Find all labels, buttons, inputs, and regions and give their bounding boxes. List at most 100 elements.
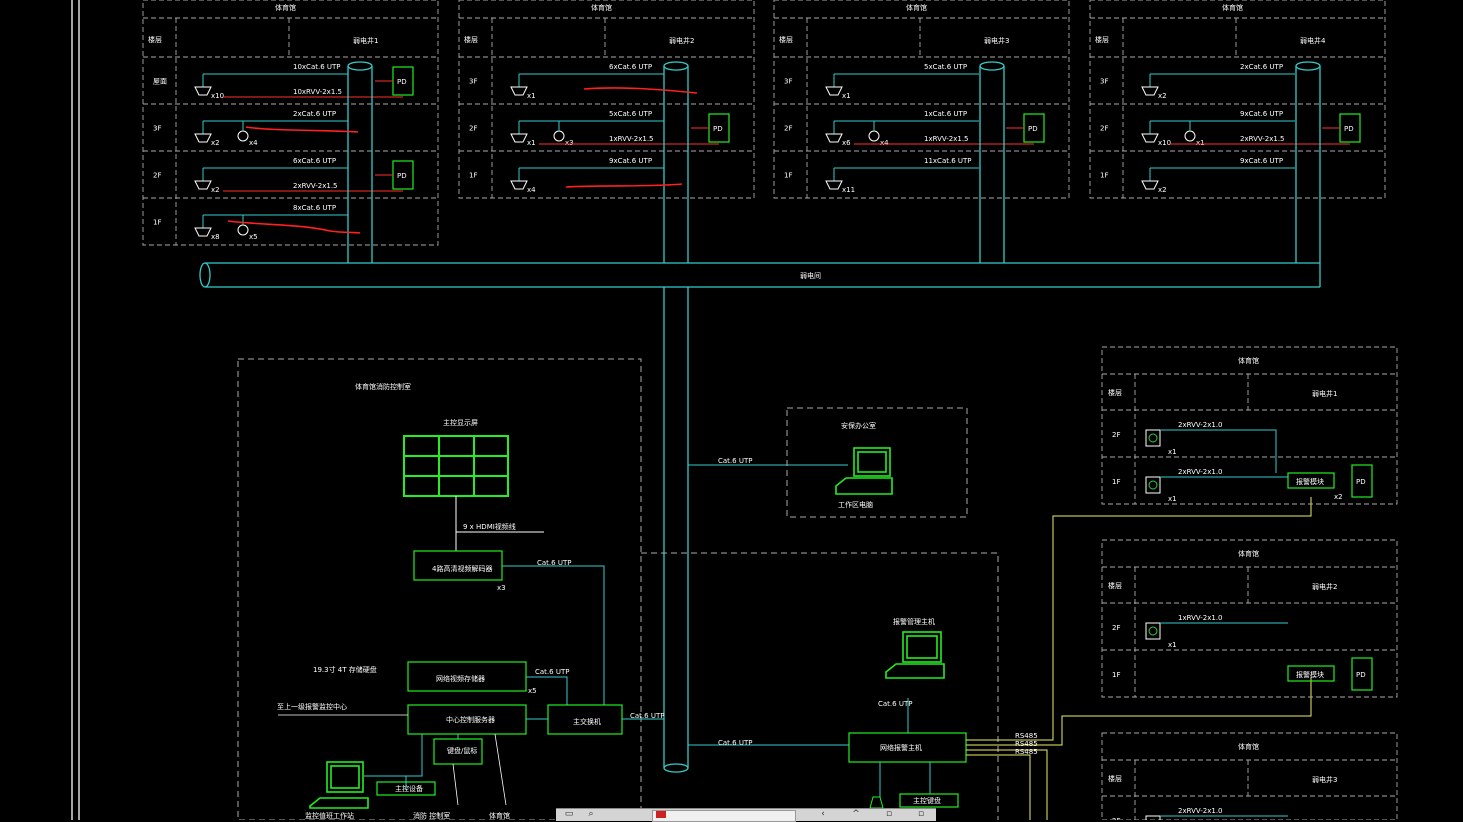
alarm-panel: 体育馆楼层弱电井32Fx12xRVV-2x1.0 xyxy=(1101,732,1398,820)
cable-label: 1xCat.6 UTP xyxy=(924,110,967,118)
computer-icon xyxy=(309,761,369,809)
taskbar: ▭ ⌕ ‹ ^ ▫ ▫ xyxy=(556,808,936,822)
pd-label: PD xyxy=(1344,125,1354,133)
core-switch-label: 主交换机 xyxy=(573,717,601,726)
camera-icon xyxy=(194,227,212,237)
detector-icon xyxy=(1145,429,1161,447)
panel-title: 体育馆 xyxy=(1222,3,1243,12)
app-icon[interactable] xyxy=(656,811,666,818)
device-count: x2 xyxy=(1158,92,1167,100)
power-cable-label: 10xRVV-2x1.5 xyxy=(293,88,342,96)
panel-title: 体育馆 xyxy=(1238,356,1259,365)
pd-label: PD xyxy=(1028,125,1038,133)
alarm-siren-icon xyxy=(869,796,884,809)
chevron-up-icon[interactable]: ^ xyxy=(852,809,860,819)
pd-label: PD xyxy=(1356,478,1366,486)
dome-camera-icon xyxy=(237,130,249,142)
window-icon[interactable]: ▫ xyxy=(917,809,925,819)
device-count: x1 xyxy=(1168,495,1177,503)
device-count: x6 xyxy=(842,139,851,147)
cable-label: 1xRVV-2x1.0 xyxy=(1178,614,1223,622)
cable-label: 2xRVV-2x1.0 xyxy=(1178,421,1223,429)
device-count: x2 xyxy=(1158,186,1167,194)
device-count: x2 xyxy=(1334,493,1343,501)
rs485-label: RS485 xyxy=(1015,732,1038,740)
cat6-label: Cat.6 UTP xyxy=(537,559,571,567)
cat6-label: Cat.6 UTP xyxy=(535,668,569,676)
rs485-lines xyxy=(966,497,1312,820)
panel-title: 体育馆 xyxy=(1238,742,1259,751)
device-count: x10 xyxy=(1158,139,1171,147)
cable-label: 6xCat.6 UTP xyxy=(293,157,336,165)
window-icon[interactable]: ▭ xyxy=(564,809,574,819)
dome-camera-icon xyxy=(553,130,565,142)
floor-label: 2F xyxy=(1112,624,1120,632)
floor-label: 1F xyxy=(1112,671,1120,679)
well-column-header: 弱电井1 xyxy=(1312,389,1337,398)
dome-camera-icon xyxy=(237,224,249,236)
floor-label: 2F xyxy=(1112,817,1120,820)
chevron-icon[interactable]: ‹ xyxy=(821,809,825,819)
cable-label: 2xRVV-2x1.0 xyxy=(1178,807,1223,815)
camera-icon xyxy=(825,180,843,190)
central-server-label: 中心控制服务器 xyxy=(446,715,495,724)
video-wall-label: 主控显示屏 xyxy=(443,418,478,427)
power-cable-label: 1xRVV-2x1.5 xyxy=(924,135,969,143)
window-icon[interactable]: ▫ xyxy=(885,809,893,819)
alarm-module-label: 报警模块 xyxy=(1296,477,1324,486)
floor-column-header: 楼层 xyxy=(148,35,162,44)
cable-label: 2xCat.6 UTP xyxy=(293,110,336,118)
dome-camera-icon xyxy=(868,130,880,142)
floor-label: 2F xyxy=(784,125,792,133)
keyboard-label: 键盘/鼠标 xyxy=(447,746,477,755)
cable-label: 2xRVV-2x1.0 xyxy=(1178,468,1223,476)
camera-icon xyxy=(510,180,528,190)
power-cable-label: 1xRVV-2x1.5 xyxy=(609,135,654,143)
cable-label: 11xCat.6 UTP xyxy=(924,157,972,165)
mgmt-pc-label: 主控设备 xyxy=(395,784,423,793)
camera-icon xyxy=(825,86,843,96)
well-column-header: 弱电井4 xyxy=(1300,36,1326,45)
fire-control-room-frame xyxy=(237,358,642,820)
search-icon[interactable]: ⌕ xyxy=(588,809,594,819)
panel-title: 体育馆 xyxy=(906,3,927,12)
building-panel: 体育馆楼层弱电井43F2xCat.6 UTPx22F9xCat.6 UTPx10… xyxy=(1089,0,1386,199)
device-count: x10 xyxy=(211,92,224,100)
floor-label: 3F xyxy=(153,125,161,133)
floor-label: 1F xyxy=(784,172,792,180)
dome-camera-icon xyxy=(1184,130,1196,142)
backbone-bus xyxy=(199,61,1321,773)
alarm-room-frame xyxy=(641,552,999,820)
device-count: x1 xyxy=(842,92,851,100)
alarm-module-box xyxy=(1287,665,1335,682)
detector-icon xyxy=(1148,433,1158,443)
detector-icon xyxy=(1148,626,1158,636)
floor-column-header: 楼层 xyxy=(779,35,793,44)
storage-count: x5 xyxy=(528,687,537,695)
building-panel: 体育馆楼层弱电井1屋面10xCat.6 UTPx103F2xCat.6 UTPx… xyxy=(142,0,439,246)
camera-icon xyxy=(1141,86,1159,96)
pd-label: PD xyxy=(397,78,407,86)
pd-label: PD xyxy=(1356,671,1366,679)
floor-label: 3F xyxy=(1100,78,1108,86)
taskbar-tab[interactable] xyxy=(652,810,796,822)
pd-label: PD xyxy=(713,125,723,133)
well-column-header: 弱电井2 xyxy=(1312,582,1337,591)
decoder-label: 4路高清视频解码器 xyxy=(432,564,492,573)
alarm-keyboard-label: 主控键盘 xyxy=(913,796,941,805)
hdd-label: 19.3寸 4T 存储硬盘 xyxy=(313,665,377,674)
rs485-label: RS485 xyxy=(1015,748,1038,756)
device-count: x1 xyxy=(1168,448,1177,456)
panel-title: 体育馆 xyxy=(591,3,612,12)
floor-label: 2F xyxy=(469,125,477,133)
video-wall xyxy=(403,435,509,497)
device-count: x4 xyxy=(249,139,258,147)
alarm-wiring xyxy=(879,762,931,797)
device-count: x3 xyxy=(565,139,574,147)
cable-label: 9xCat.6 UTP xyxy=(1240,157,1283,165)
pd-box xyxy=(1351,464,1373,498)
device-count: x4 xyxy=(880,139,889,147)
building-panels: 体育馆楼层弱电井1屋面10xCat.6 UTPx103F2xCat.6 UTPx… xyxy=(142,0,1386,246)
